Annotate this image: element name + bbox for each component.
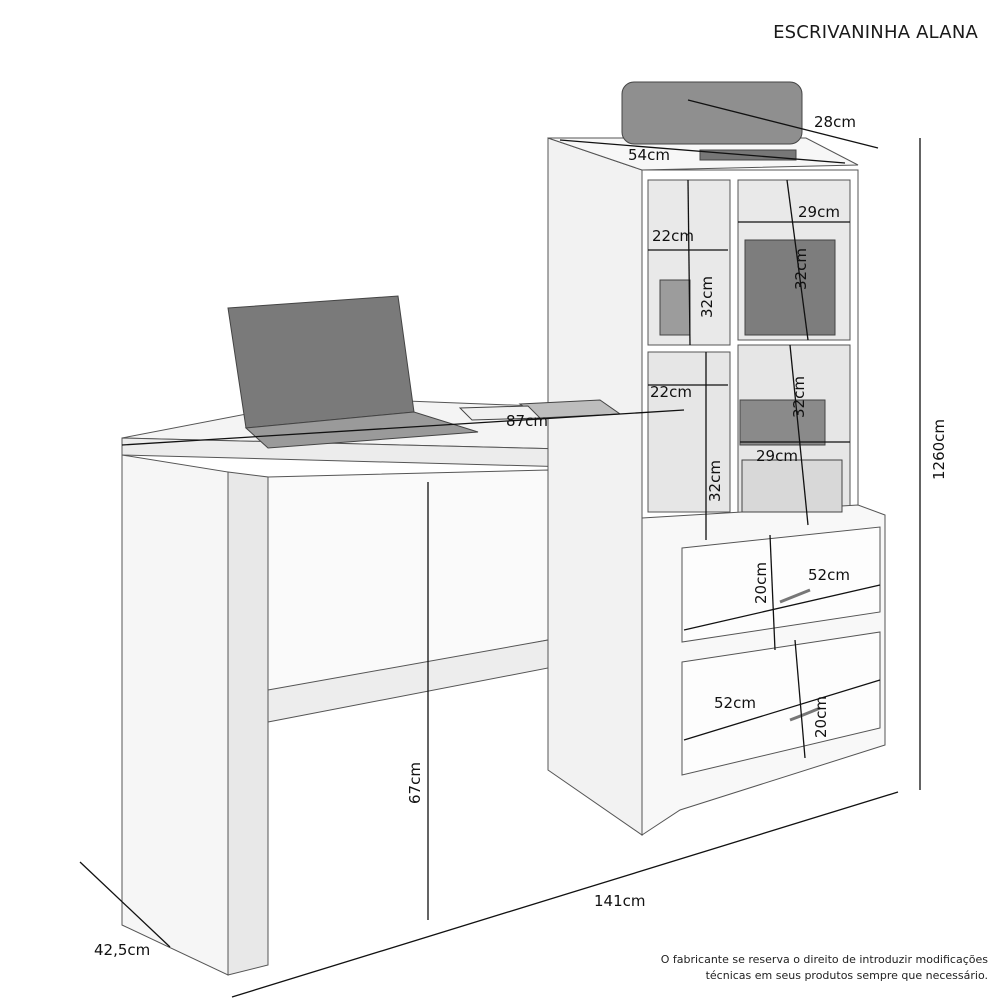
pencil-cup — [659, 279, 691, 336]
label-printer-depth: 28cm — [814, 113, 856, 131]
label-niche-width-bl: 22cm — [650, 383, 692, 401]
desk-left-leg-side — [227, 471, 269, 976]
drawer-2-front — [681, 631, 881, 776]
label-niche-width-tr: 29cm — [798, 203, 840, 221]
dim-line-drawer1-width — [683, 584, 881, 631]
laptop-screen — [227, 295, 415, 429]
dim-line-drawer1-height — [769, 534, 776, 651]
drawer-2-handle — [789, 706, 821, 722]
dimension-labels: 28cm 54cm 29cm 22cm 32cm 32cm 22cm 32cm … — [94, 113, 948, 959]
dimension-lines — [79, 99, 921, 998]
label-drawer1-height: 20cm — [752, 562, 770, 604]
hutch-side-panel — [547, 137, 643, 836]
label-niche-height-tr: 32cm — [792, 248, 810, 290]
label-niche-height-bl: 32cm — [706, 460, 724, 502]
label-drawer1-width: 52cm — [808, 566, 850, 584]
dim-line-total-width — [231, 791, 899, 998]
label-drawer2-height: 20cm — [812, 696, 830, 738]
dim-line-niche-height-tr — [786, 179, 809, 341]
dim-line-drawer2-height — [794, 639, 806, 759]
disclaimer-line-2: técnicas em seus produtos sempre que nec… — [705, 969, 988, 982]
niche-bottom-left — [647, 351, 731, 513]
storage-box — [739, 399, 826, 446]
label-drawer2-width: 52cm — [714, 694, 756, 712]
product-title: ESCRIVANINHA ALANA — [773, 22, 978, 43]
desk-left-leg — [121, 454, 229, 976]
label-total-width: 141cm — [594, 892, 646, 910]
dim-line-top-width — [559, 139, 846, 164]
label-niche-width-tl: 22cm — [652, 227, 694, 245]
dim-line-desk-width — [121, 409, 685, 446]
magazine-box — [741, 459, 843, 513]
label-desk-height: 67cm — [406, 762, 424, 804]
dim-line-printer-depth — [687, 99, 879, 149]
drawer-1-front — [681, 526, 881, 643]
printer — [621, 81, 803, 145]
label-niche-height-tl: 32cm — [698, 276, 716, 318]
label-niche-width-br: 29cm — [756, 447, 798, 465]
disclaimer-line-1: O fabricante se reserva o direito de int… — [660, 953, 988, 966]
label-total-height: 1260cm — [930, 419, 948, 480]
dim-line-niche-height-tl — [687, 179, 691, 346]
dim-line-total-depth — [79, 861, 171, 948]
drawer-1-handle — [779, 588, 811, 604]
manufacturer-disclaimer: O fabricante se reserva o direito de int… — [628, 952, 988, 984]
label-top-width: 54cm — [628, 146, 670, 164]
dim-line-drawer2-width — [683, 679, 881, 741]
decor — [227, 81, 843, 513]
label-desk-width: 87cm — [506, 412, 548, 430]
paper-sheet — [458, 405, 542, 421]
books — [744, 239, 836, 336]
label-total-depth: 42,5cm — [94, 941, 150, 959]
dim-line-niche-height-br — [789, 344, 809, 526]
label-niche-height-br: 32cm — [790, 376, 808, 418]
